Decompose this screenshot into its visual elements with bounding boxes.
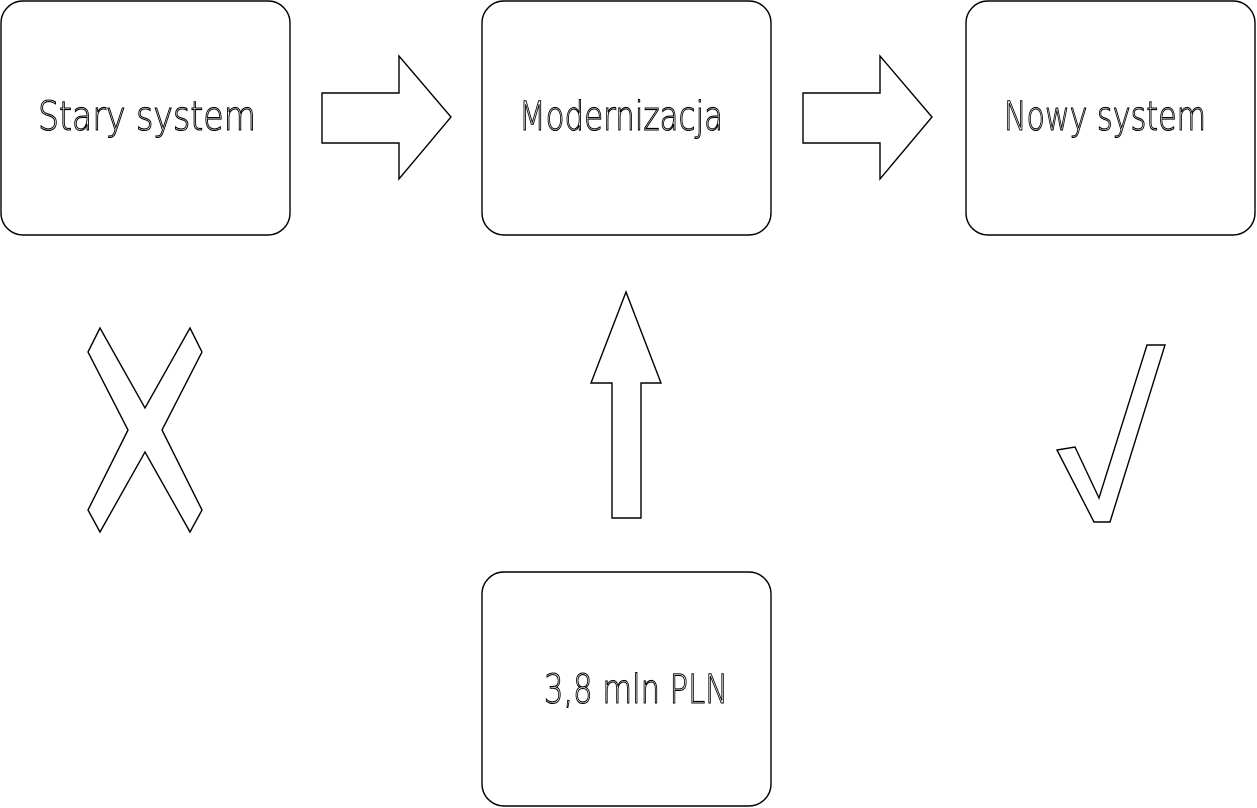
box-old-system-frame [0,0,291,236]
box-new-system-frame [965,0,1256,236]
box-cost: 3,8 mln PLN [481,571,772,807]
box-new-system: Nowy system [965,0,1256,236]
box-modernization-frame [481,0,772,236]
box-new-system-label: Nowy system [1004,94,1206,140]
box-old-system-label: Stary system [38,94,256,140]
box-cost-frame [481,571,772,807]
arrow-right-icon [321,54,452,181]
box-modernization-label: Modernizacja [519,94,723,140]
box-modernization: Modernizacja [481,0,772,236]
check-icon [1055,344,1166,523]
cross-icon [87,326,203,534]
box-old-system: Stary system [0,0,291,236]
box-cost-label: 3,8 mln PLN [544,667,728,713]
arrow-right-icon [802,54,933,181]
arrow-up-icon [589,290,663,519]
